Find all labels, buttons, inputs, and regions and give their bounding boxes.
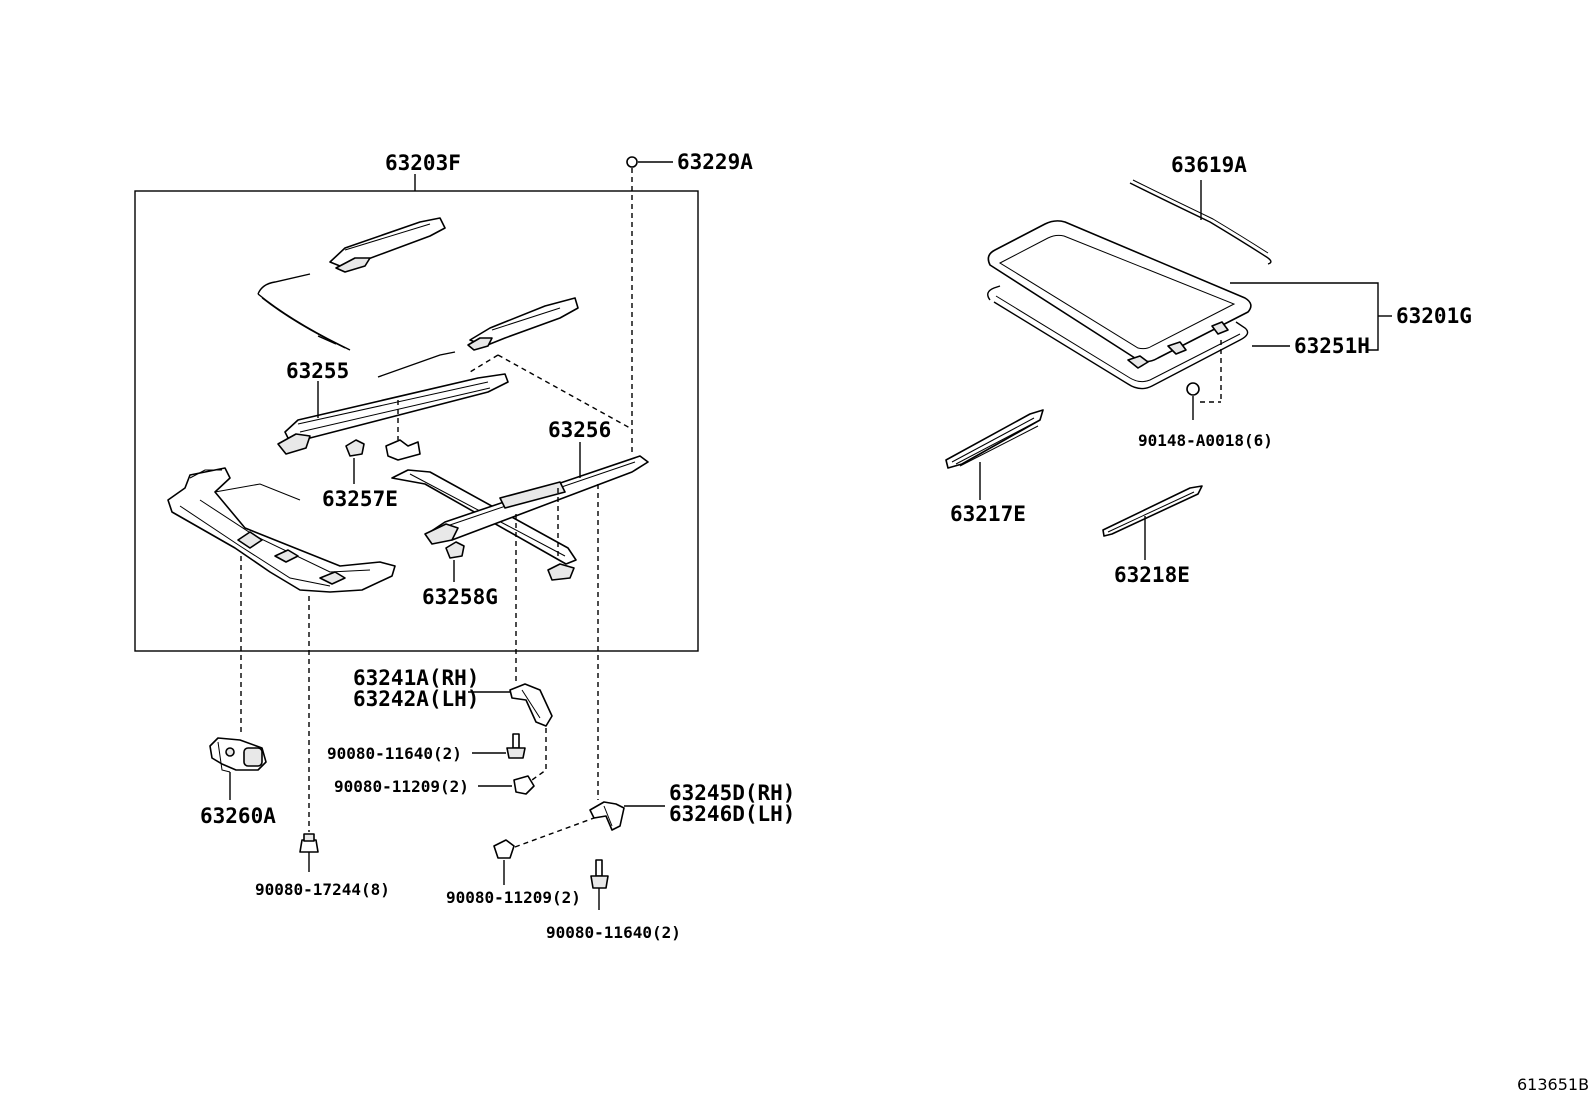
weatherstrip-63619A xyxy=(1129,182,1272,265)
dash-top-short xyxy=(469,354,499,373)
label-63242A: 63242A(LH) xyxy=(353,687,479,711)
label-90080-11640-b: 90080-11640(2) xyxy=(546,923,681,942)
drive-cable-assembly xyxy=(257,217,579,378)
bracket-center xyxy=(385,439,421,461)
label-63218E: 63218E xyxy=(1114,563,1190,587)
label-63241A: 63241A(RH) xyxy=(353,666,479,690)
label-90080-11209-a: 90080-11209(2) xyxy=(334,777,469,796)
clip-63258G xyxy=(445,541,465,559)
label-63255: 63255 xyxy=(286,359,349,383)
diagram-id: 613651B xyxy=(1517,1075,1589,1094)
label-63260A: 63260A xyxy=(200,804,276,828)
dash-nut-a xyxy=(531,728,547,781)
deflector-63217E xyxy=(945,409,1044,469)
label-63251H: 63251H xyxy=(1294,334,1370,358)
label-63203F: 63203F xyxy=(385,151,461,175)
dash-nut-b xyxy=(514,817,595,848)
label-63256: 63256 xyxy=(548,418,611,442)
guide-rail-63255 xyxy=(277,373,509,455)
nut-90080-17244 xyxy=(299,833,319,853)
label-90148: 90148-A0018(6) xyxy=(1138,431,1273,450)
plug-63229A xyxy=(626,156,638,168)
label-63217E: 63217E xyxy=(950,502,1026,526)
bolt-90080-11640-a xyxy=(506,733,526,759)
label-63257E: 63257E xyxy=(322,487,398,511)
nut-90080-11209-a xyxy=(513,775,535,795)
guide-rail-63256 xyxy=(391,455,649,581)
seal-63251H xyxy=(987,285,1249,390)
label-63258G: 63258G xyxy=(422,585,498,609)
dash-top-to-rail xyxy=(497,354,631,429)
label-63245D: 63245D(RH) xyxy=(669,781,795,805)
label-90080-11209-b: 90080-11209(2) xyxy=(446,888,581,907)
label-63229A: 63229A xyxy=(677,150,753,174)
bracket-63241A xyxy=(509,683,553,727)
sunroof-housing-frame xyxy=(167,467,396,593)
strip-63218E xyxy=(1102,485,1203,537)
motor-63260A xyxy=(209,737,267,773)
assembly-frame-box xyxy=(134,190,699,652)
bolt-90080-11640-b xyxy=(590,859,609,889)
label-90080-17244: 90080-17244(8) xyxy=(255,880,390,899)
label-63201G: 63201G xyxy=(1396,304,1472,328)
screw-90148 xyxy=(1186,382,1200,396)
bracket-63245D xyxy=(589,801,625,831)
glass-panel-63201G xyxy=(987,220,1252,363)
label-63246D: 63246D(LH) xyxy=(669,802,795,826)
clip-63257E xyxy=(345,439,365,457)
label-90080-11640-a: 90080-11640(2) xyxy=(327,744,462,763)
label-63619A: 63619A xyxy=(1171,153,1247,177)
nut-90080-11209-b xyxy=(493,839,515,859)
